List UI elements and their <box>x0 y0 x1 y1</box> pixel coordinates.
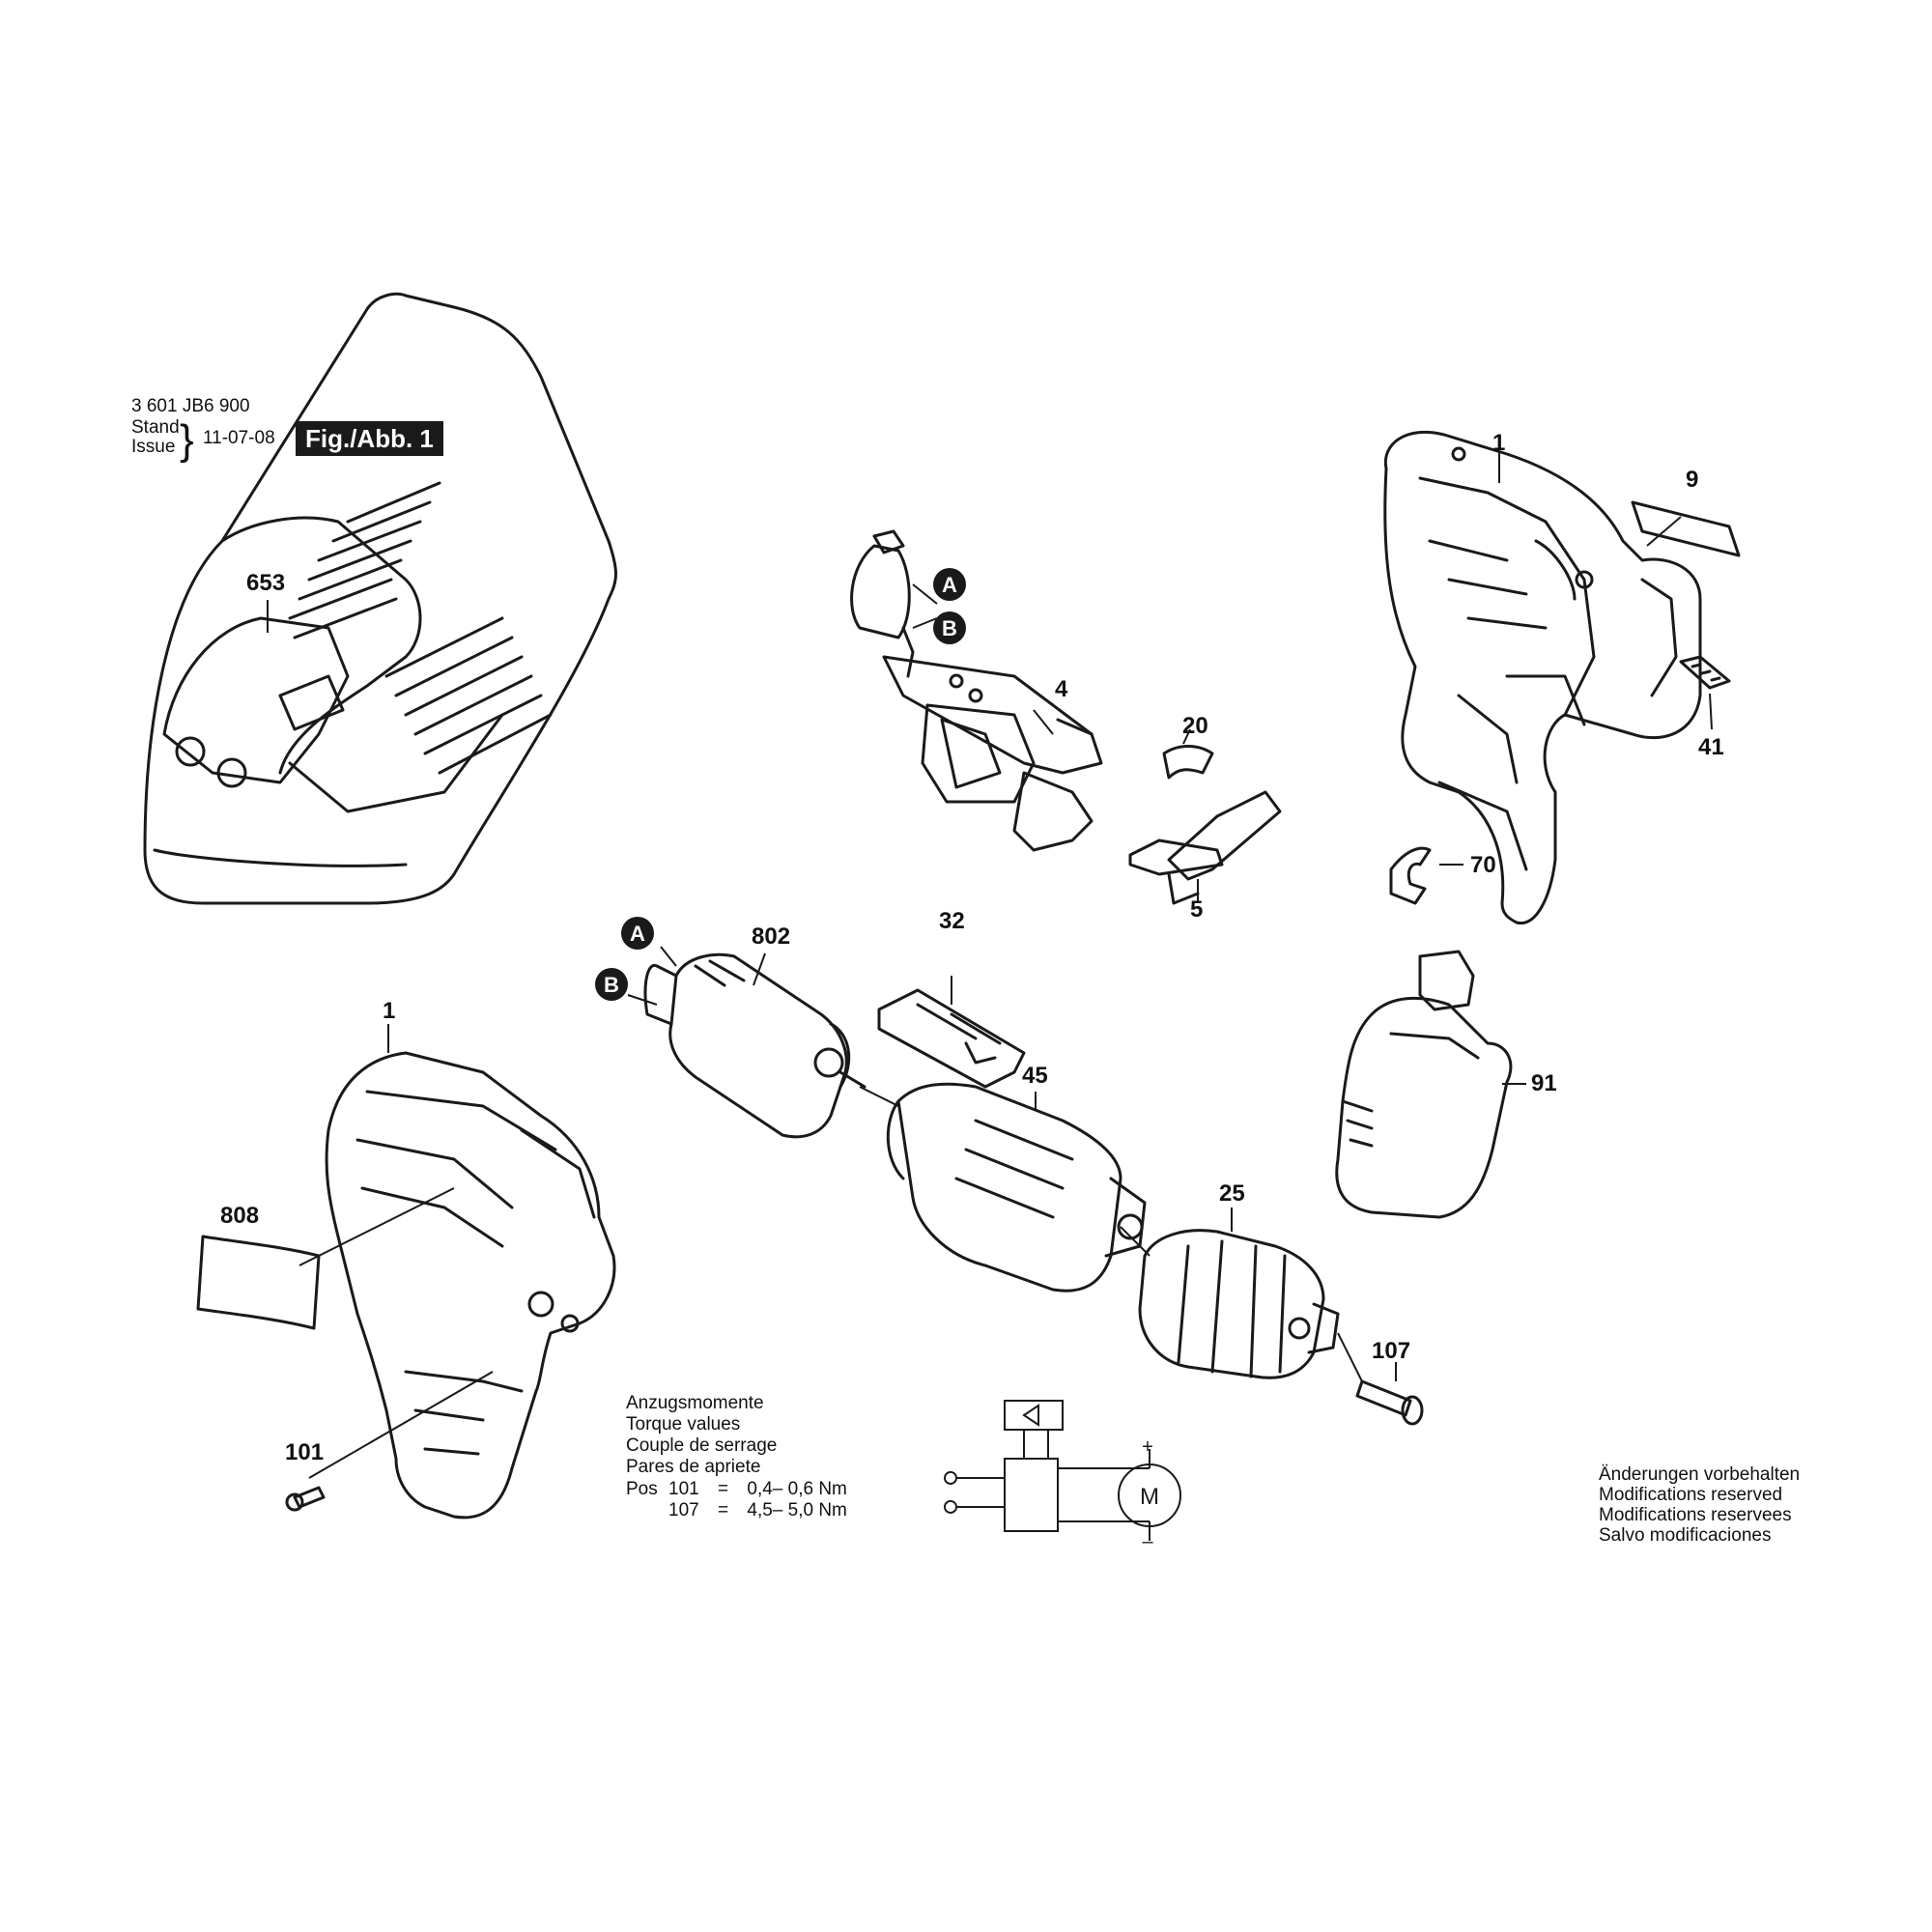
slider-32 <box>877 988 1026 1089</box>
leader-lines <box>267 452 1713 1479</box>
part-label-1-bottom: 1 <box>383 998 396 1024</box>
torque-row: 101 = 0,4– 0,6 Nm <box>668 1479 847 1500</box>
torque-pos: 107 <box>668 1500 699 1520</box>
torque-eq: = <box>717 1479 729 1499</box>
plate-41 <box>1679 655 1731 690</box>
torque-title-es: Pares de apriete <box>626 1457 761 1477</box>
part-label-20: 20 <box>1182 713 1208 739</box>
torque-pos: 101 <box>668 1479 699 1499</box>
svg-text:B: B <box>942 616 957 640</box>
clip-70 <box>1389 846 1432 905</box>
stand-label: Stand <box>131 417 180 438</box>
part-label-9: 9 <box>1686 467 1699 493</box>
part-label-4: 4 <box>1055 676 1068 702</box>
part-label-107: 107 <box>1372 1338 1411 1364</box>
torque-value: 0,4– 0,6 Nm <box>747 1479 847 1499</box>
slider-5 <box>1128 790 1282 905</box>
torque-title-fr: Couple de serrage <box>626 1435 778 1456</box>
connector-a-top: A <box>933 568 966 601</box>
switch-assembly-4 <box>850 529 1103 852</box>
torque-value: 4,5– 5,0 Nm <box>747 1500 847 1520</box>
charger-653 <box>143 292 617 905</box>
brace-glyph: } <box>180 416 194 464</box>
clip-20 <box>1162 745 1214 780</box>
battery-91 <box>1335 950 1513 1219</box>
part-number: 3 601 JB6 900 <box>131 396 250 416</box>
issue-date: 11-07-08 <box>203 428 275 448</box>
label-808 <box>196 1235 321 1330</box>
torque-pos-label: Pos <box>626 1479 658 1499</box>
part-label-1-top: 1 <box>1492 430 1506 456</box>
part-label-32: 32 <box>939 908 965 934</box>
svg-text:B: B <box>604 973 619 997</box>
part-label-41: 41 <box>1698 734 1724 760</box>
notice-fr: Modifications reservees <box>1599 1505 1792 1525</box>
housing-shell-1-top <box>1383 430 1702 924</box>
torque-title-de: Anzugsmomente <box>626 1393 764 1413</box>
part-label-91: 91 <box>1531 1070 1557 1096</box>
connector-b-top: B <box>933 611 966 644</box>
housing-shell-1-bottom <box>325 1051 616 1520</box>
part-label-45: 45 <box>1022 1063 1048 1089</box>
torque-eq: = <box>717 1500 729 1520</box>
connector-a-motor: A <box>621 917 654 950</box>
label-9 <box>1631 500 1741 557</box>
part-label-802: 802 <box>752 923 791 950</box>
issue-label: Issue <box>131 437 176 457</box>
part-label-808: 808 <box>220 1203 260 1229</box>
part-label-25: 25 <box>1219 1180 1245 1207</box>
svg-text:A: A <box>942 573 957 597</box>
schematic-plus: + <box>1142 1436 1153 1458</box>
part-label-101: 101 <box>285 1439 325 1465</box>
notice-de: Änderungen vorbehalten <box>1599 1464 1801 1485</box>
svg-text:A: A <box>630 922 645 946</box>
part-label-5: 5 <box>1190 896 1204 923</box>
torque-title-en: Torque values <box>626 1414 741 1435</box>
figure-badge: Fig./Abb. 1 <box>296 421 443 456</box>
circuit-schematic <box>944 1400 1181 1541</box>
screw-101 <box>285 1486 326 1512</box>
connector-b-motor: B <box>595 968 628 1001</box>
notice-en: Modifications reserved <box>1599 1485 1783 1505</box>
part-label-70: 70 <box>1470 852 1496 878</box>
schematic-minus: – <box>1142 1531 1153 1552</box>
notice-es: Salvo modificaciones <box>1599 1525 1772 1546</box>
gearbox-45 <box>886 1082 1147 1293</box>
chuck-25 <box>1138 1229 1340 1379</box>
torque-row: 107 = 4,5– 5,0 Nm <box>668 1500 847 1521</box>
screw-107 <box>1355 1379 1424 1426</box>
motor-802 <box>643 952 867 1139</box>
part-label-653: 653 <box>246 570 286 596</box>
schematic-motor: M <box>1140 1484 1159 1510</box>
